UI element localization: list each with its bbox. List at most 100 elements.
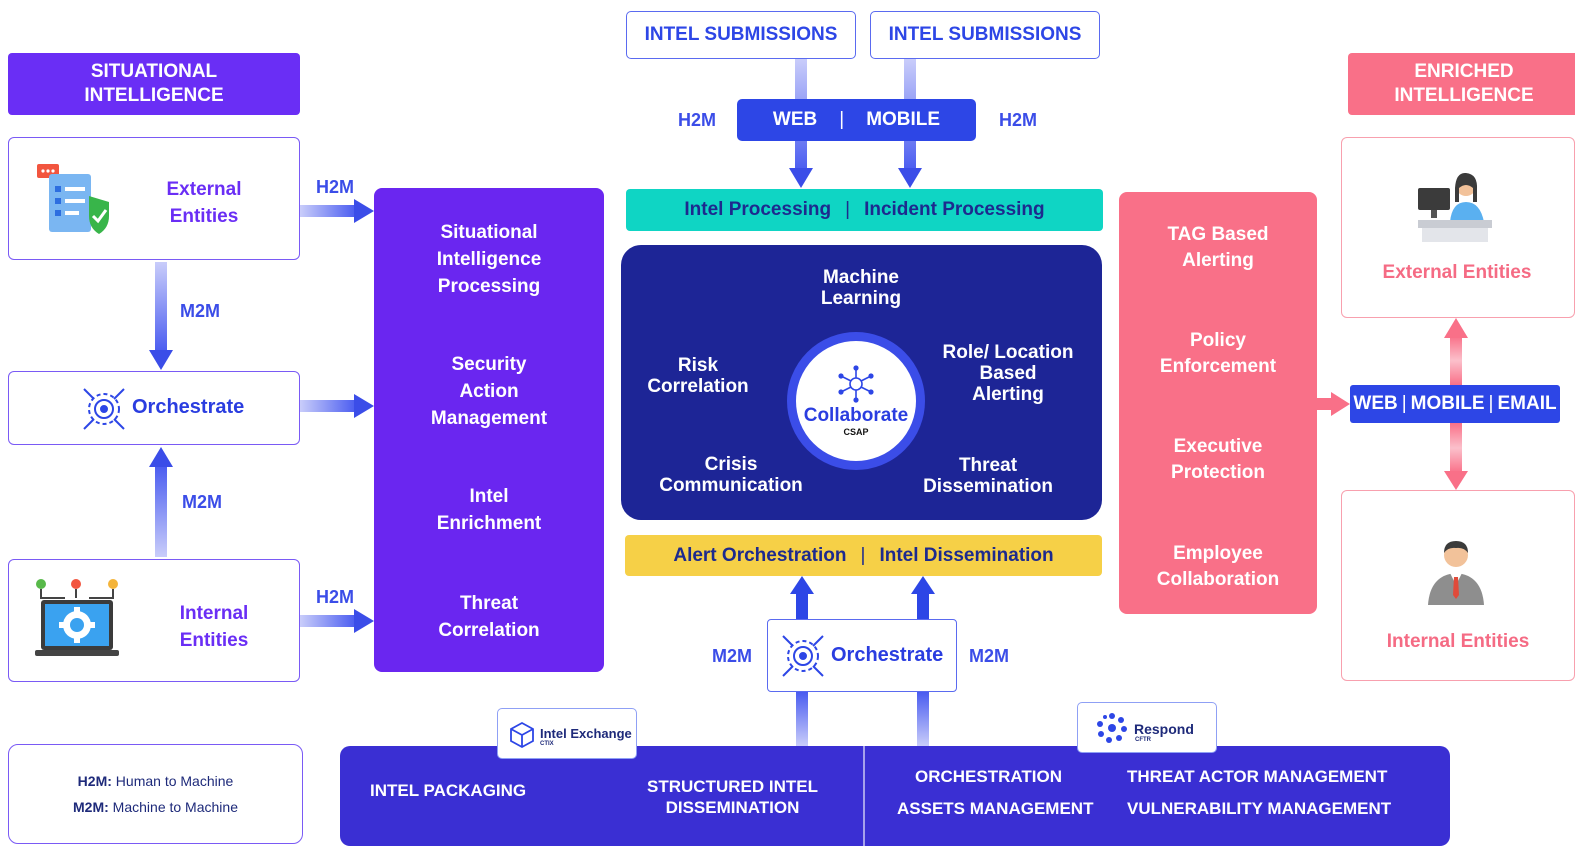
external-label-line-2: Entities (169, 206, 239, 227)
channel-email: EMAIL (1497, 393, 1557, 414)
enriched-processing-panel: TAG Based Alerting Policy Enforcement Ex… (1119, 192, 1317, 614)
pink-item-4-line-2: Collaboration (1156, 569, 1280, 590)
panel-item-threat-correlation: Threat Correlation (374, 590, 604, 644)
internal-entities-label: Internal Entities (174, 600, 254, 654)
channel-separator-2: | (1488, 393, 1494, 414)
collaborate-hub: Collaborate CSAP (787, 332, 925, 470)
pink-item-2-line-2: Enforcement (1159, 356, 1277, 377)
core-right-line-1: Role/ Location (942, 342, 1074, 363)
panel-item-2-line-3: Management (430, 408, 548, 429)
web-mobile-email-channel: WEB | MOBILE | EMAIL (1350, 385, 1560, 423)
core-left-line-2: Correlation (647, 376, 749, 397)
channel-web: WEB (772, 109, 818, 130)
panel-item-1-line-1: Situational (440, 222, 538, 243)
intel-exchange-sub: CTIX (540, 741, 554, 747)
businessman-icon (1428, 541, 1484, 605)
panel-item-intel-enrichment: Intel Enrichment (374, 483, 604, 537)
panel-item-4-line-2: Correlation (438, 620, 540, 641)
channel-separator: | (839, 109, 845, 130)
legend-h2m-key: H2M: (77, 773, 112, 789)
pink-item-employee-collaboration: Employee Collaboration (1119, 541, 1317, 593)
threat-actor-management-label: THREAT ACTOR MANAGEMENT (1127, 767, 1388, 786)
dissemination-bar: Alert Orchestration | Intel Disseminatio… (625, 535, 1102, 576)
legend-m2m: M2M: Machine to Machine (73, 794, 238, 820)
internal-label-line-2: Entities (179, 630, 249, 651)
processing-separator: | (845, 199, 851, 220)
legend-m2m-key: M2M: (73, 799, 109, 815)
core-bottom-right-line-2: Dissemination (923, 476, 1053, 497)
assets-management-label: ASSETS MANAGEMENT (897, 799, 1094, 818)
arrow-external-to-panel (300, 199, 374, 223)
cube-icon (510, 721, 534, 749)
header-line-2: INTELLIGENCE (84, 85, 224, 106)
core-left-line-1: Risk (677, 355, 719, 376)
enriched-intelligence-header: ENRICHED INTELLIGENCE (1348, 53, 1575, 115)
internal-entities-card: Internal Entities (8, 559, 300, 682)
respond-logo: Respond CFTR (1077, 702, 1217, 753)
external-label-line-1: External (166, 179, 242, 200)
channel-separator-1: | (1401, 393, 1407, 414)
core-top-line-1: Machine (822, 267, 900, 288)
pink-item-3-line-2: Protection (1171, 462, 1265, 483)
edge-label-h2m-web: H2M (678, 110, 717, 130)
arrow-internal-to-orchestrate (149, 447, 173, 557)
edge-label-m2m-center-left: M2M (712, 646, 752, 666)
legend-box: H2M: Human to Machine M2M: Machine to Ma… (8, 744, 303, 844)
intel-submission-right: INTEL SUBMISSIONS (870, 11, 1100, 59)
core-crisis-communication: Crisis Communication (651, 454, 811, 496)
intel-submission-left: INTEL SUBMISSIONS (626, 11, 856, 59)
core-bottom-right-line-1: Threat (958, 455, 1018, 476)
core-right-line-2: Based (979, 363, 1037, 384)
alert-orchestration: Alert Orchestration (673, 544, 847, 566)
core-bottom-left-line-1: Crisis (704, 454, 758, 475)
panel-item-situational-processing: Situational Intelligence Processing (374, 219, 604, 300)
structured-line-1: STRUCTURED INTEL (647, 777, 818, 796)
channel-web: WEB (1353, 393, 1398, 414)
core-top-line-2: Learning (820, 288, 902, 309)
edge-label-h2m-top: H2M (316, 177, 355, 197)
arrow-panel-to-channels (1317, 392, 1350, 416)
enriched-internal-label: Internal Entities (1386, 631, 1530, 652)
panel-item-security-action: Security Action Management (374, 351, 604, 432)
arrow-orchestrate-to-panel (300, 394, 374, 418)
structured-intel-label: STRUCTURED INTEL DISSEMINATION (640, 776, 825, 818)
platform-bar: INTEL PACKAGING STRUCTURED INTEL DISSEMI… (340, 746, 1450, 846)
dissemination-separator: | (860, 544, 866, 566)
pink-item-2-line-1: Policy (1190, 330, 1246, 351)
edge-label-h2m-mobile: H2M (999, 110, 1038, 130)
internal-label-line-1: Internal (179, 603, 249, 624)
enriched-external-label: External Entities (1382, 262, 1532, 283)
situational-processing-panel: Situational Intelligence Processing Secu… (374, 188, 604, 672)
enriched-header-line-1: ENRICHED (1414, 61, 1514, 82)
core-risk-correlation: Risk Correlation (633, 355, 763, 397)
network-hub-icon (838, 365, 874, 403)
core-threat-dissemination: Threat Dissemination (913, 455, 1063, 497)
pink-item-3-line-1: Executive (1173, 436, 1263, 457)
intel-exchange-name: Intel Exchange (540, 726, 632, 741)
enriched-header-line-2: INTELLIGENCE (1394, 85, 1534, 106)
pink-item-tag-alerting: TAG Based Alerting (1119, 222, 1317, 274)
enriched-external-entities-card: External Entities (1341, 137, 1575, 318)
respond-dots-icon (1097, 713, 1127, 743)
incident-processing: Incident Processing (864, 199, 1045, 220)
collaborate-subtitle: CSAP (843, 427, 869, 437)
arrow-channels-to-external (1444, 318, 1468, 385)
arrow-orchestrate-to-dissemination (911, 576, 935, 746)
legend-h2m: H2M: Human to Machine (78, 768, 234, 794)
panel-item-2-line-2: Action (459, 381, 519, 402)
arrow-external-to-orchestrate (149, 262, 173, 370)
pink-item-1-line-2: Alerting (1182, 250, 1254, 271)
arrow-orchestrate-to-alert (790, 576, 814, 746)
platform-divider (863, 746, 865, 846)
orchestrate-center-label: Orchestrate (831, 644, 944, 666)
panel-item-3-line-1: Intel (469, 486, 509, 507)
arrow-channels-to-internal (1444, 423, 1468, 490)
processing-bar: Intel Processing | Incident Processing (626, 189, 1103, 231)
edge-label-h2m-bottom: H2M (316, 587, 355, 607)
orchestrate-icon (782, 635, 824, 677)
laptop-gear-icon (35, 579, 119, 656)
orchestrate-left-card: Orchestrate (8, 371, 300, 445)
intel-dissemination: Intel Dissemination (879, 544, 1054, 566)
collaborate-title: Collaborate (803, 405, 909, 426)
panel-item-2-line-1: Security (451, 354, 527, 375)
